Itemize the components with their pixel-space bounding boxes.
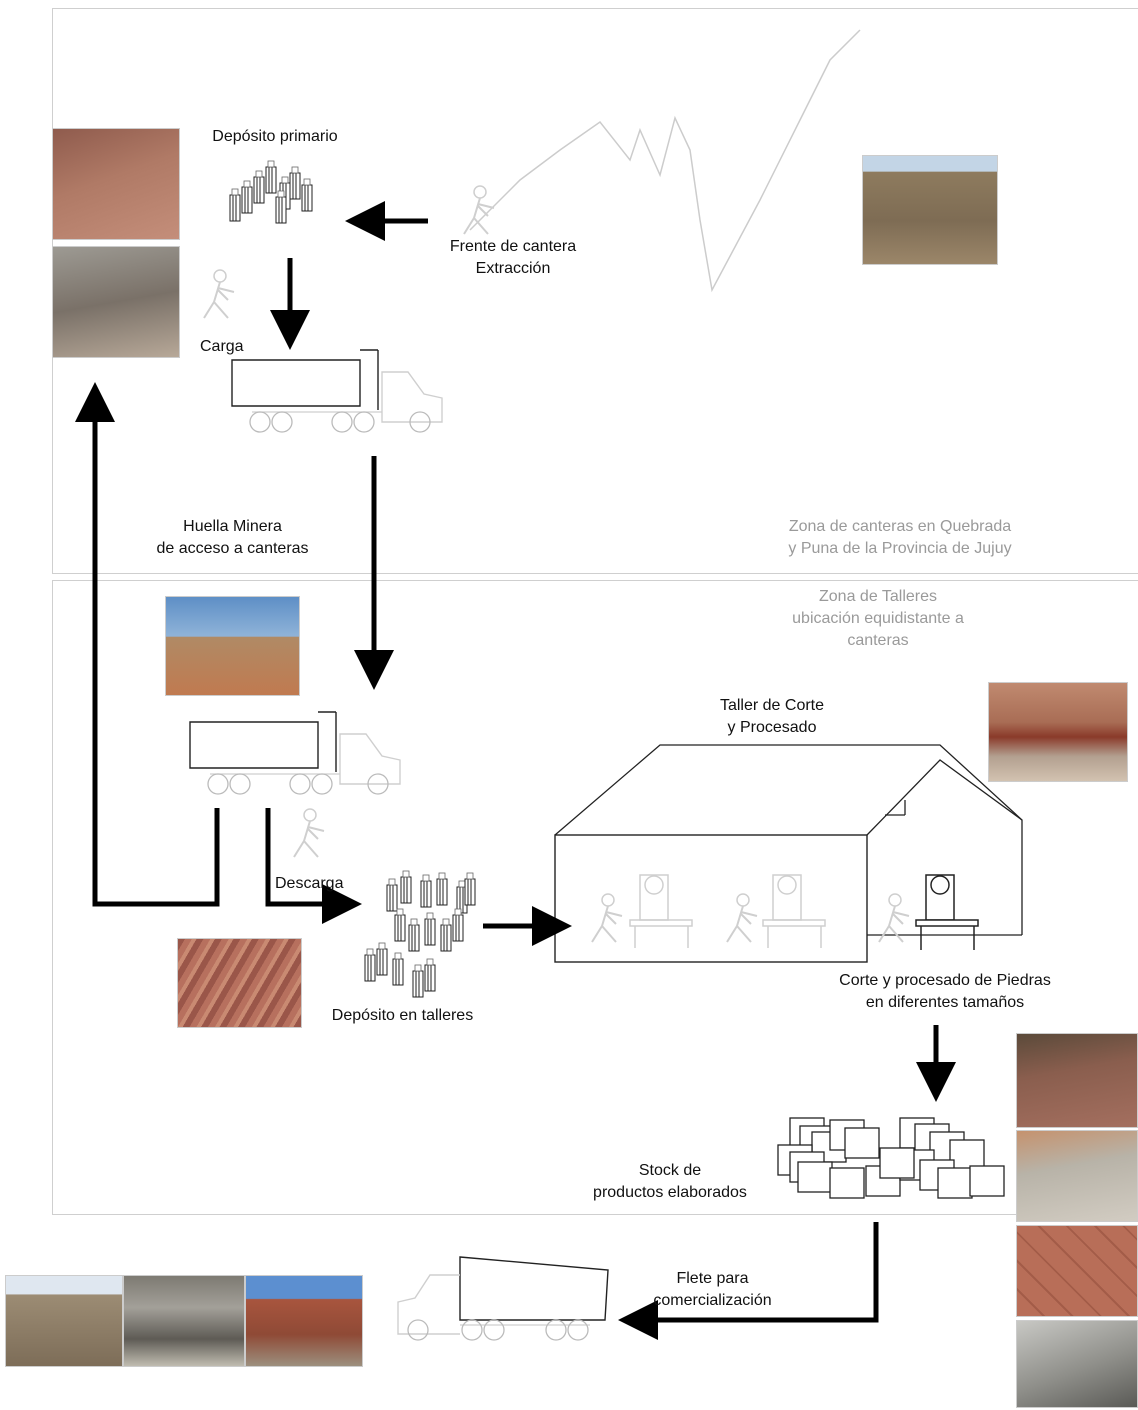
saw-machine-3: [915, 874, 979, 950]
building-photo-1: [5, 1275, 123, 1367]
unload-label: Descarga: [275, 875, 344, 892]
quarry-front-line2: Extracción: [475, 260, 551, 277]
stone-pile-photo: [177, 938, 302, 1028]
product-photo-2: [1016, 1130, 1138, 1222]
saw-machine-1: [629, 874, 693, 948]
arrow-unload-to-deposit: [265, 808, 362, 924]
cutting-process-line1: Corte y procesado de Piedras: [839, 972, 1051, 989]
mining-track-line1: Huella Minera: [183, 518, 282, 535]
building-photo-3: [245, 1275, 363, 1367]
freight-truck-icon: [397, 1256, 609, 1341]
cutting-saw-photo: [988, 682, 1128, 782]
workshop-deposit-label: Depósito en talleres: [331, 1007, 474, 1024]
quarry-front-line1: Frente de cantera: [449, 238, 577, 255]
primary-deposit-label: Depósito primario: [212, 128, 338, 145]
stock-label: Stock de productos elaborados: [560, 1160, 780, 1204]
quarry-photo-2: [52, 246, 180, 358]
freight-line1: Flete para: [676, 1270, 749, 1287]
quarry-zone-line2: y Puna de la Provincia de Jujuy: [788, 540, 1012, 557]
mining-track-label: Huella Minera de acceso a canteras: [120, 516, 345, 560]
quarry-workers-photo: [862, 155, 998, 265]
load-label: Carga: [200, 338, 244, 355]
product-photo-1: [1016, 1033, 1138, 1128]
cutting-process-line2: en diferentes tamaños: [865, 994, 1025, 1011]
cutting-process-label: Corte y procesado de Piedras en diferent…: [800, 970, 1090, 1014]
loading-worker-icon: [203, 269, 235, 319]
cutting-workshop-line2: y Procesado: [727, 719, 817, 736]
product-photo-4: [1016, 1320, 1138, 1408]
quarry-zone-line1: Zona de canteras en Quebrada: [788, 518, 1012, 535]
road-truck-photo: [165, 596, 300, 696]
building-photo-2: [123, 1275, 245, 1367]
workshop-zone: [52, 580, 1138, 1215]
arriving-truck-icon: [189, 711, 401, 795]
stock-line1: Stock de: [638, 1162, 702, 1179]
arrow-stock-to-freight: [618, 1222, 879, 1340]
mountain-outline: [469, 29, 861, 293]
quarry-photo-1: [52, 128, 180, 240]
product-photo-3: [1016, 1225, 1138, 1317]
cutting-workshop-label: Taller de Corte y Procesado: [680, 695, 864, 739]
freight-label: Flete para comercialización: [620, 1268, 805, 1312]
saw-machine-2: [762, 874, 826, 948]
workshop-deposit-stack: [364, 870, 476, 998]
cutting-workshop-line1: Taller de Corte: [719, 697, 825, 714]
freight-line2: comercialización: [653, 1292, 772, 1309]
workshop-zone-line2: ubicación equidistante a: [792, 610, 964, 627]
unloading-worker-icon: [293, 808, 325, 858]
arrow-return-track: [75, 382, 220, 907]
stock-line2: productos elaborados: [593, 1184, 747, 1201]
primary-deposit-stack: [229, 160, 313, 224]
loaded-truck-icon: [231, 349, 443, 433]
quarry-zone-label: Zona de canteras en Quebrada y Puna de l…: [750, 516, 1050, 560]
workshop-zone-line3: canteras: [847, 632, 909, 649]
workshop-zone-line1: Zona de Talleres: [819, 588, 937, 605]
cutting-workshop-building: [554, 744, 1023, 963]
mining-track-line2: de acceso a canteras: [156, 540, 309, 557]
quarry-front-label: Frente de cantera Extracción: [418, 236, 608, 280]
workshop-zone-label: Zona de Talleres ubicación equidistante …: [755, 586, 1001, 652]
product-stock-pile: [777, 1117, 1005, 1199]
